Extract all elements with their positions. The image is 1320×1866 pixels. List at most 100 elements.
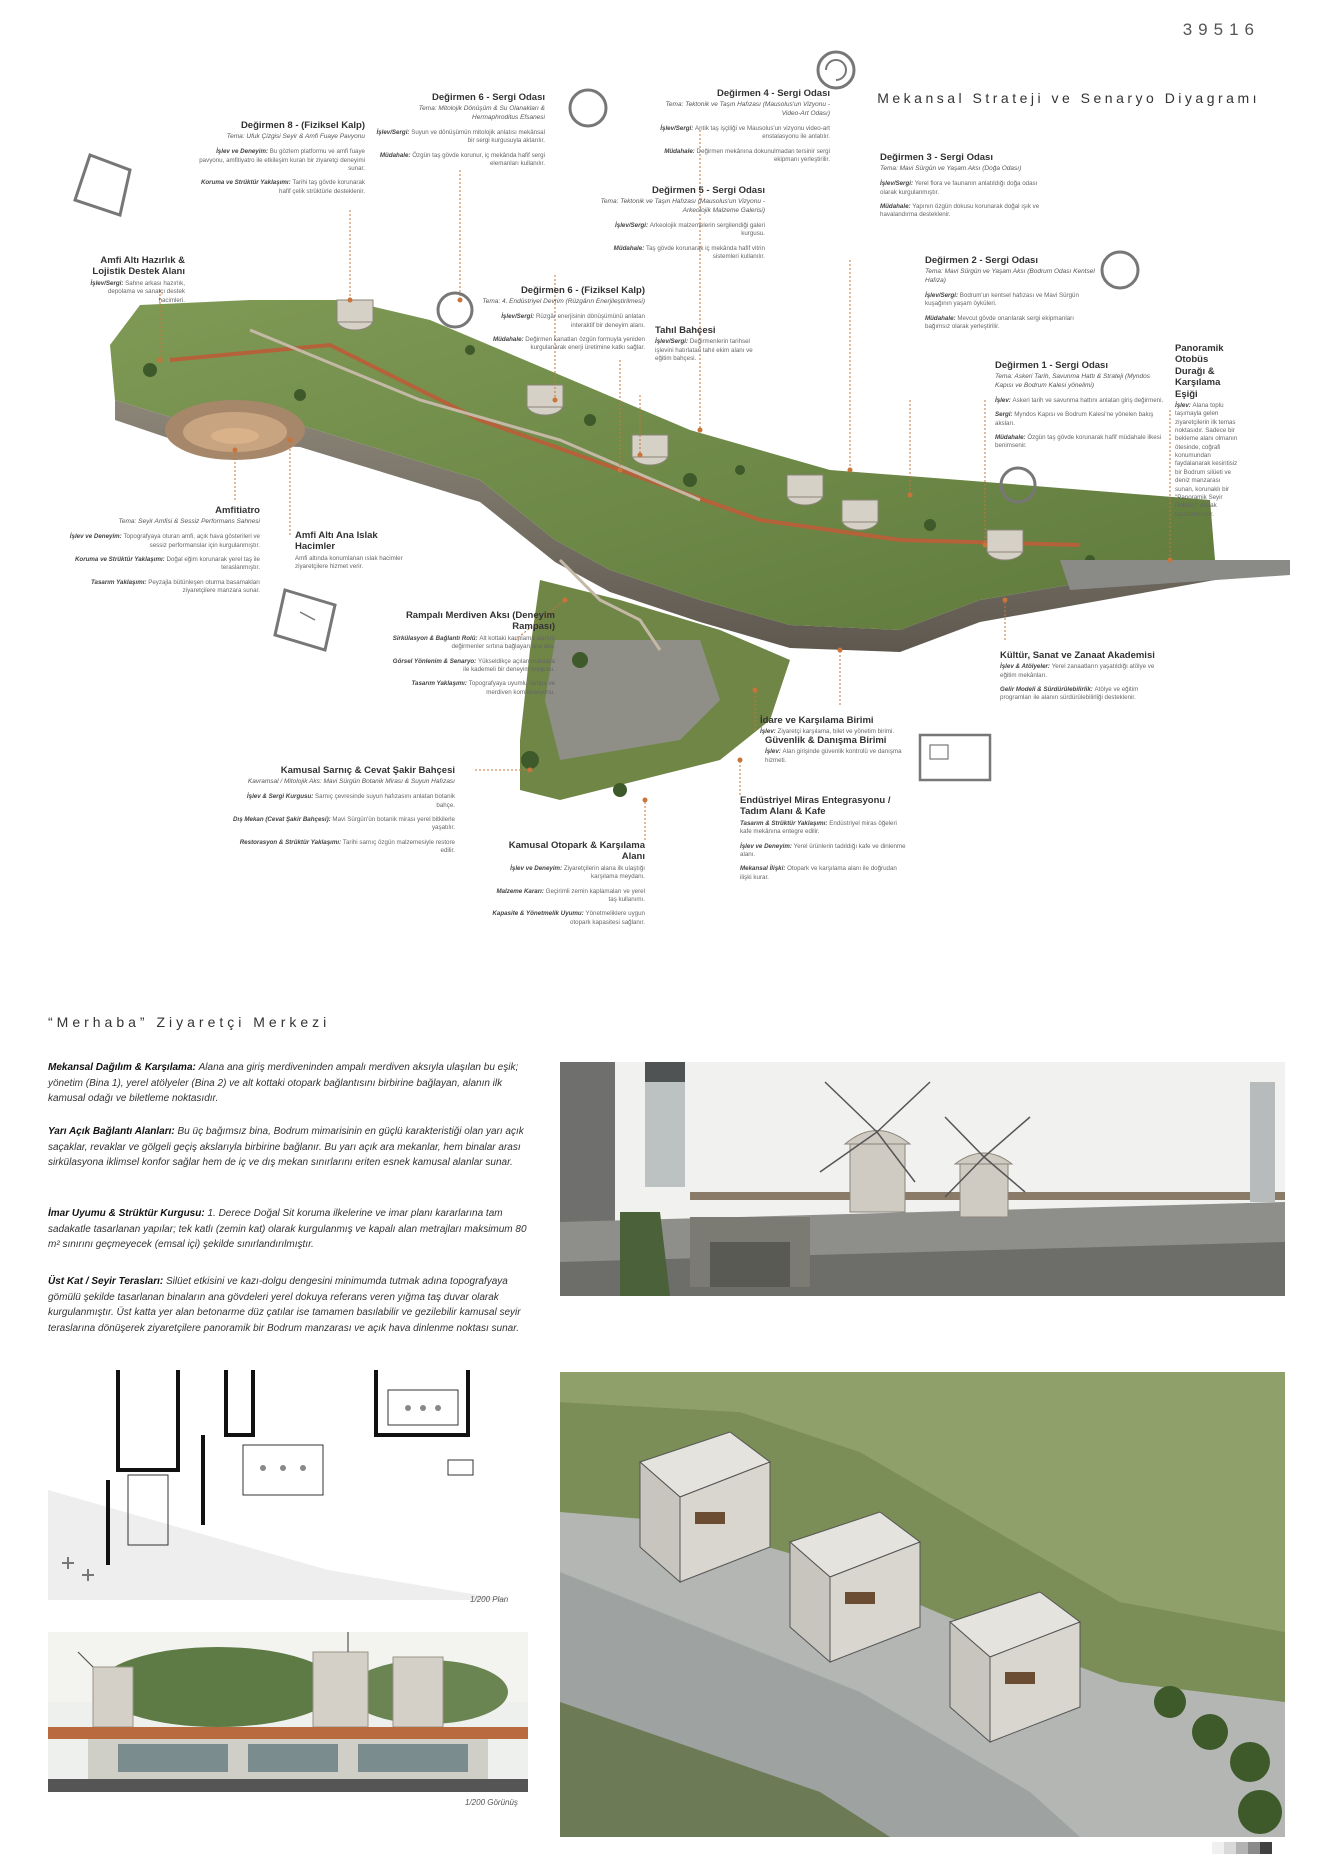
callout-title: Tahıl Bahçesi <box>655 325 716 336</box>
callout-line: Tasarım & Strüktür Yaklaşımı: Endüstriye… <box>740 820 910 837</box>
callout-line-label: Malzeme Kararı: <box>496 887 546 895</box>
callout-line: İşlev/Sergi: Antik taş işçiliği ve Mauso… <box>660 125 830 142</box>
paragraph-head: İmar Uyumu & Strüktür Kurgusu: <box>48 1208 205 1219</box>
plan-scale-label: 1/200 Plan <box>470 1595 509 1604</box>
callout-line-text: Alana toplu taşımayla gelen ziyaretçiler… <box>1175 401 1238 518</box>
paragraph-body: 1. Derece Doğal Sit koruma ilkelerine ve… <box>48 1208 527 1250</box>
callout-line: Amfi altında konumlanan ıslak hacimler z… <box>295 555 415 572</box>
callout-line-text: Amfi altında konumlanan ıslak hacimler z… <box>295 554 403 571</box>
color-swatches <box>1212 1842 1272 1854</box>
callout-title: Değirmen 1 - Sergi Odası <box>995 360 1108 371</box>
visitor-center-title: “Merhaba” Ziyaretçi Merkezi <box>48 1014 331 1030</box>
callout-line-label: Gelir Modeli & Sürdürülebilirlik: <box>1000 686 1095 694</box>
callout-line-label: İşlev & Sergi Kurgusu: <box>246 793 315 801</box>
callout-line-text: Myndos Kapısı ve Bodrum Kalesi'ne yönele… <box>995 411 1154 427</box>
site-amphitheatre <box>165 400 305 460</box>
callout-line-label: Sergi: <box>995 411 1015 419</box>
callout-line: İşlev/Sergi: Bodrum'un kentsel hafızası … <box>925 292 1100 309</box>
callout-line-text: Rüzgâr enerjisinin dönüşümünü anlatan in… <box>535 313 645 329</box>
callout-degirmen-6-kalp: Değirmen 6 - (Fiziksel Kalp) Tema: 4. End… <box>480 285 645 359</box>
callout-title: İdare ve Karşılama Birimi <box>760 715 874 726</box>
callout-line: İşlev & Sergi Kurgusu: Sarnıç çevresinde… <box>230 793 455 810</box>
callout-title: Amfi Altı Ana Islak Hacimler <box>295 530 378 553</box>
paragraph-semiopen: Yarı Açık Bağlantı Alanları: Bu üç bağım… <box>48 1124 528 1171</box>
callout-line-text: Peyzajla bütünleşen oturma basamakları z… <box>148 578 260 594</box>
callout-line-label: Müdahale: <box>379 151 413 159</box>
callout-line-label: Müdahale: <box>995 434 1028 441</box>
windmill-icon-1 <box>999 466 1037 504</box>
callout-line-label: Sirkülasyon & Bağlantı Rolü: <box>392 634 480 642</box>
callout-line: İşlev & Atölyeler: Yerel zanaatların yaş… <box>1000 663 1160 680</box>
callout-title: Amfi Altı Hazırlık & Lojistik Destek Ala… <box>92 255 185 278</box>
callout-line-label: İşlev/Sergi: <box>880 180 915 188</box>
callout-line-label: İşlev & Atölyeler: <box>1000 663 1052 671</box>
callout-theme: Tema: Mavi Sürgün ve Yaşam Aksı (Doğa Od… <box>880 165 1022 173</box>
callout-panoramik-durak: Panoramik Otobüs Durağı & Karşılama Eşiğ… <box>1175 343 1240 525</box>
callout-line-text: Değirmen mekânına dokunulmadan tersinir … <box>696 147 830 163</box>
callout-line: İşlev: Askeri tarih ve savunma hattını a… <box>995 397 1165 405</box>
callout-line-text: Tarihi sarnıç özgün malzemesiyle restore… <box>342 838 455 854</box>
callout-line: İşlev: Ziyaretçi karşılama, bilet ve yön… <box>760 728 910 736</box>
callout-line-text: Antik taş işçiliği ve Mausolus'un vizyon… <box>695 124 830 141</box>
callout-theme: Tema: Seyir Amfisi & Sessiz Performans S… <box>118 518 261 526</box>
callout-line-text: Bodrum'un kentsel hafızası ve Mavi Sürgü… <box>925 291 1079 308</box>
floor-plan-drawing <box>48 1370 528 1600</box>
callout-line-text: Alan girişinde güvenlik kontrolü ve danı… <box>765 748 902 764</box>
callout-line-label: İşlev ve Deneyim: <box>740 842 794 850</box>
callout-line: Müdahale: Özgün taş gövde korunur, iç me… <box>375 152 545 169</box>
project-number: 39516 <box>1182 20 1260 39</box>
callout-title: Değirmen 5 - Sergi Odası <box>652 185 765 196</box>
callout-line: Müdahale: Özgün taş gövde korunarak hafi… <box>995 434 1165 451</box>
callout-line: İşlev ve Deneyim: Bu gözlem platformu ve… <box>195 148 365 173</box>
callout-title: Değirmen 2 - Sergi Odası <box>925 255 1038 266</box>
callout-line-label: İşlev ve Deneyim: <box>216 148 270 156</box>
site-path-ramp <box>558 558 662 651</box>
callout-line-text: Suyun ve dönüşümün mitolojik anlatısı me… <box>411 128 545 145</box>
callout-title: Değirmen 8 - (Fiziksel Kalp) <box>240 120 365 131</box>
callout-line: İşlev: Alana toplu taşımayla gelen ziyar… <box>1175 402 1240 519</box>
callout-line-text: Yerel flora ve faunanın anlatıldığı doğa… <box>880 180 1038 196</box>
callout-line-label: Tasarım Yaklaşımı: <box>91 578 149 586</box>
callout-line-label: Tasarım Yaklaşımı: <box>411 680 469 688</box>
callout-line-label: İşlev ve Deneyim: <box>510 864 564 872</box>
paragraph-head: Üst Kat / Seyir Terasları: <box>48 1276 164 1287</box>
callout-theme: Tema: Mavi Sürgün ve Yaşam Aksı (Bodrum … <box>925 268 1095 285</box>
callout-line-text: Geçirimli zemin kaplamaları ve yerel taş… <box>545 887 645 903</box>
callout-line: Müdahale: Taş gövde korunarak iç mekânda… <box>600 245 765 262</box>
callout-title: Kamusal Otopark & Karşılama Alanı <box>508 840 645 863</box>
site-lower-slope <box>520 580 790 800</box>
callout-line-label: İşlev: <box>760 728 778 736</box>
callout-line-text: Yönetmeliklere uygun otopark kapasitesi … <box>570 910 645 926</box>
callout-line-label: Kapasite & Yönetmelik Uyumu: <box>492 910 586 918</box>
callout-line-label: İşlev: <box>995 396 1013 404</box>
elevation-scale-label: 1/200 Görünüş <box>465 1798 518 1807</box>
callout-theme: Kavramsal / Mitolojik Aks: Mavi Sürgün B… <box>247 778 455 786</box>
callout-theme: Tema: 4. Endüstriyel Devrim (Rüzgârın En… <box>482 298 645 306</box>
callout-title: Değirmen 6 - (Fiziksel Kalp) <box>520 285 645 296</box>
callout-line: İşlev/Sergi: Rüzgâr enerjisinin dönüşümü… <box>480 313 645 330</box>
callout-line-label: Restorasyon & Strüktür Yaklaşımı: <box>239 838 343 846</box>
callout-line: İşlev/Sergi: Sahne arkası hazırlık, depo… <box>85 280 185 305</box>
site-path-main <box>169 342 1081 547</box>
callout-line-text: Endüstriyel miras öğeleri kafe mekânına … <box>740 819 897 836</box>
callout-line: İşlev/Sergi: Değirmenlerin tarihsel işle… <box>655 338 765 363</box>
callout-line-label: İşlev/Sergi: <box>925 291 960 299</box>
callout-line-text: Taş gövde korunarak iç mekânda hafif vit… <box>646 244 765 260</box>
callout-line: Mekansal İlişki: Otopark ve karşılama al… <box>740 865 910 882</box>
callout-line-text: Özgün taş gövde korunur, iç mekânda hafi… <box>412 151 545 167</box>
callout-line: İşlev ve Deneyim: Ziyaretçilerin alana i… <box>490 865 645 882</box>
callout-line: Malzeme Kararı: Geçirimli zemin kaplamal… <box>490 888 645 905</box>
callout-line: Tasarım Yaklaşımı: Topografyaya uyumlu r… <box>390 680 555 697</box>
paragraph-head: Yarı Açık Bağlantı Alanları: <box>48 1126 175 1137</box>
callout-line-label: Koruma ve Strüktür Yaklaşımı: <box>200 179 293 187</box>
callout-line-text: Değirmenlerin tarihsel işlevini hatırlat… <box>655 338 753 363</box>
